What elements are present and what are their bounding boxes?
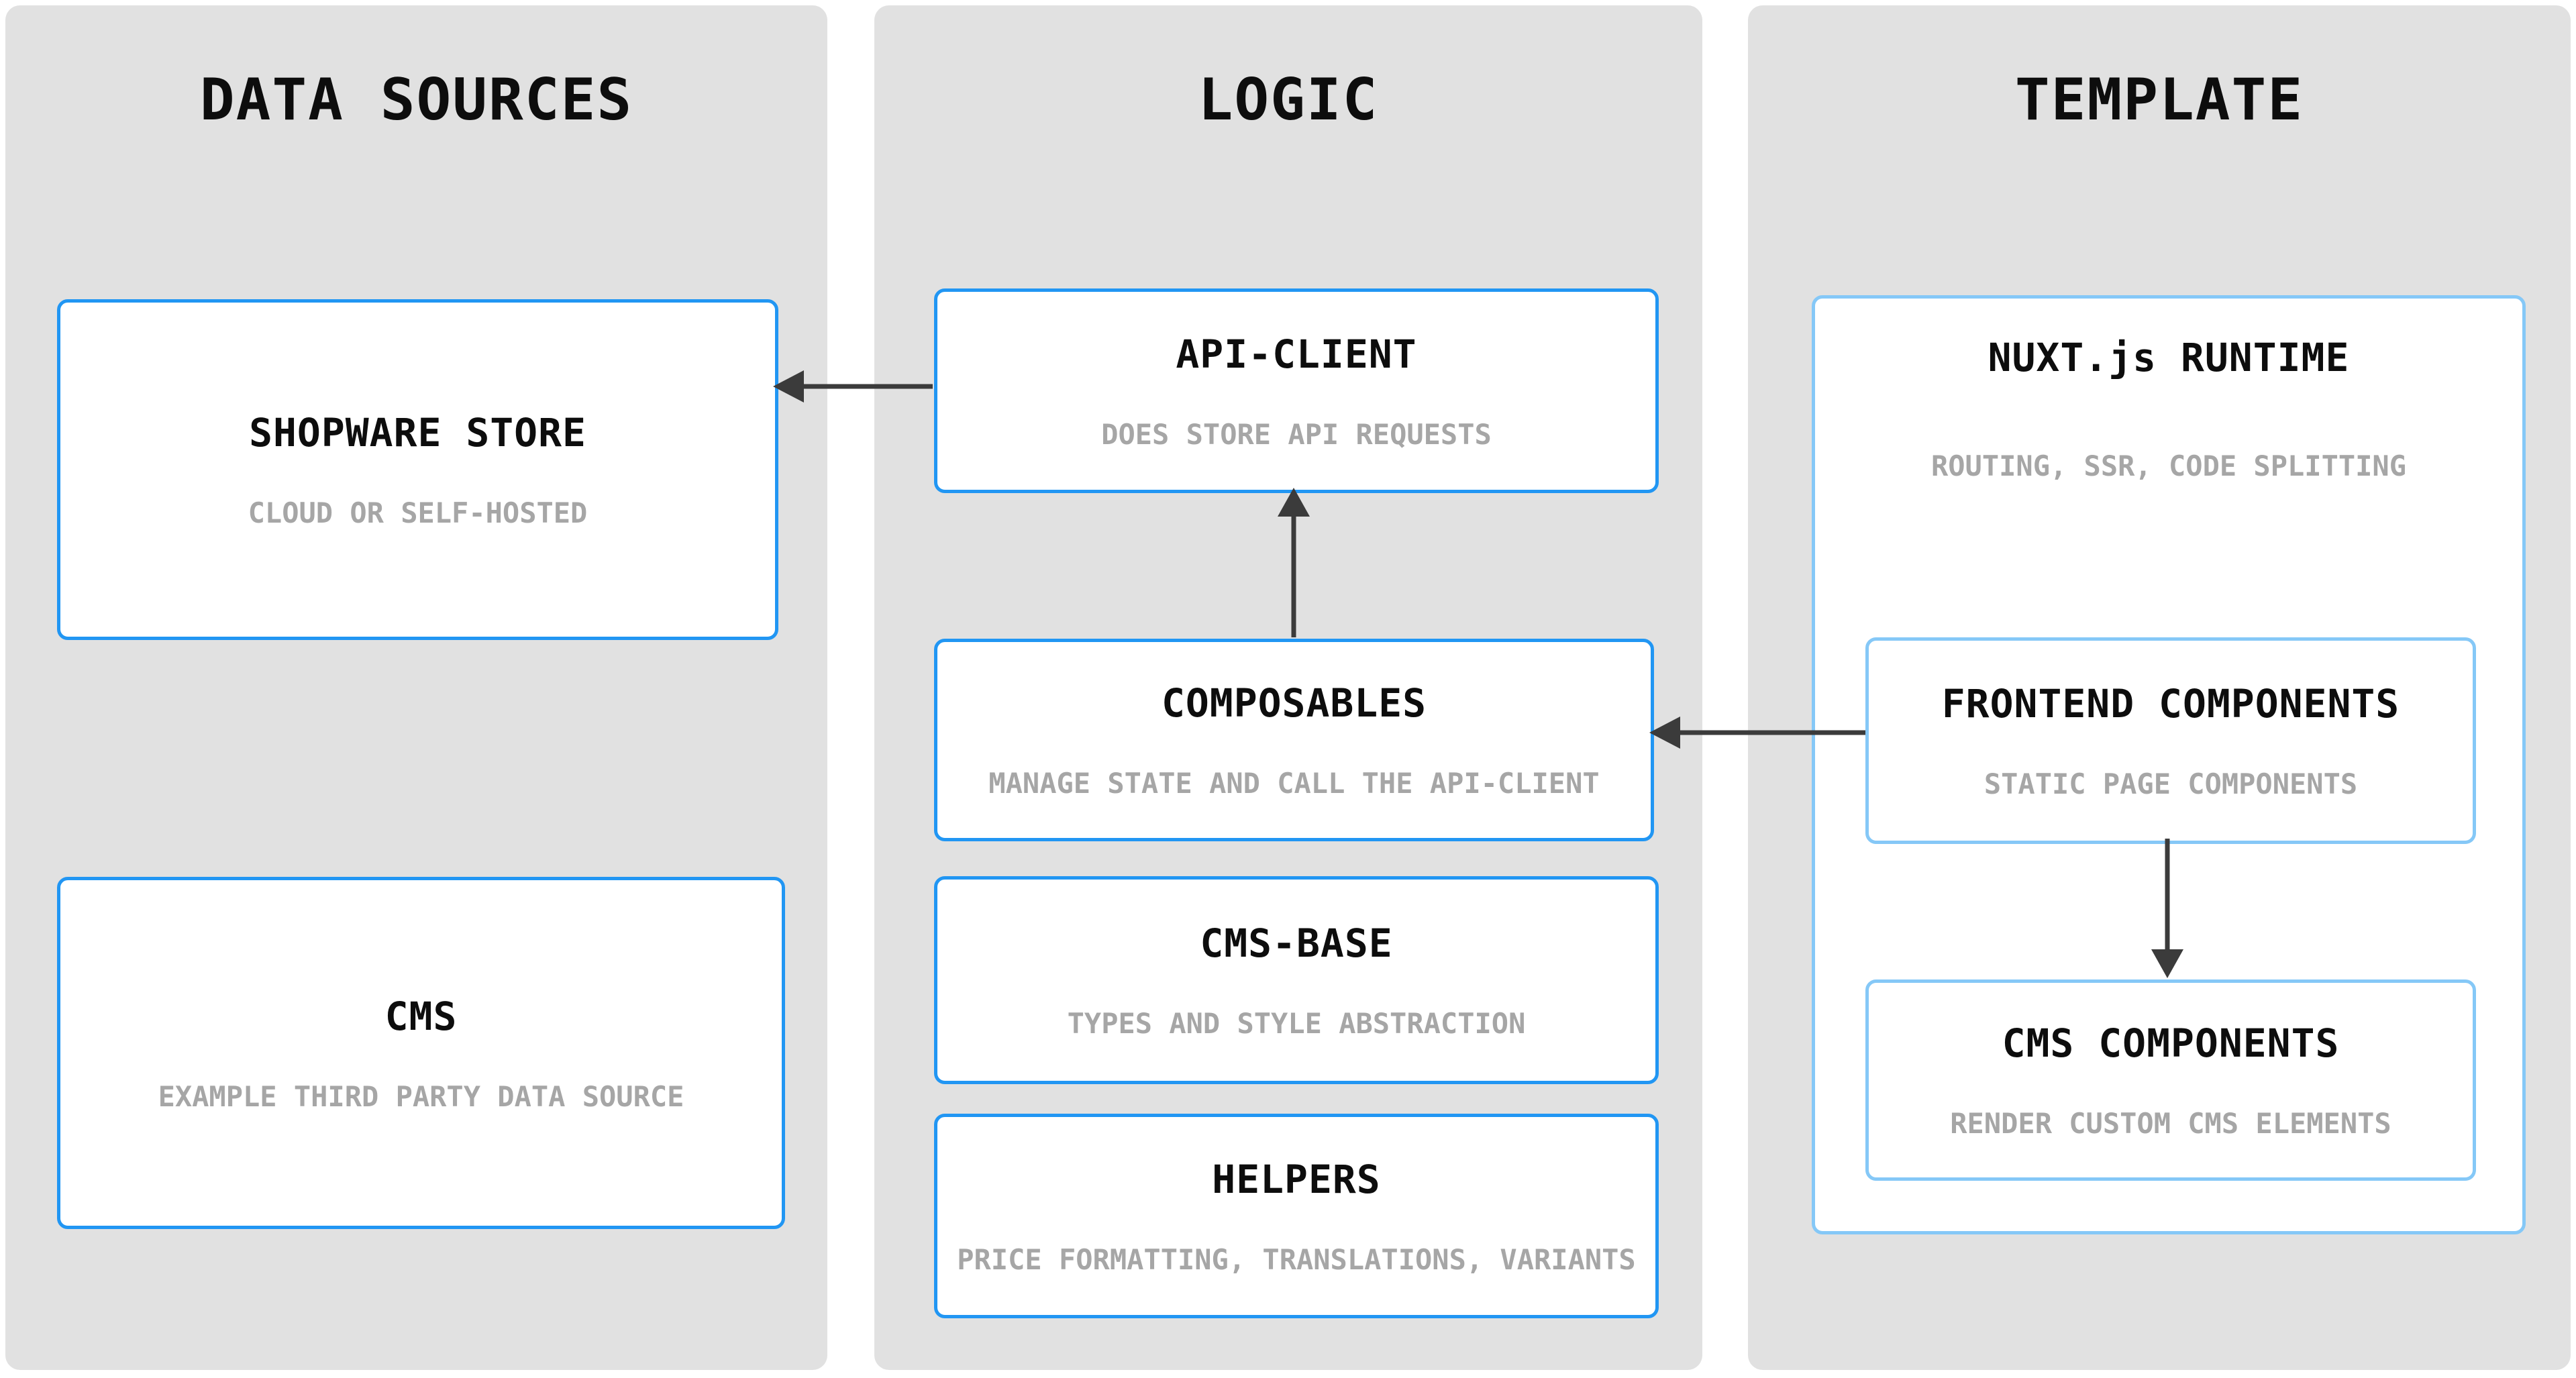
box-subtitle: STATIC PAGE COMPONENTS (1983, 767, 2358, 800)
panel-title-data-sources: DATA SOURCES (199, 66, 633, 134)
box-frontend-components: FRONTEND COMPONENTS STATIC PAGE COMPONEN… (1865, 637, 2476, 844)
box-composables: COMPOSABLES MANAGE STATE AND CALL THE AP… (934, 639, 1654, 841)
box-shopware-store: SHOPWARE STORE CLOUD OR SELF-HOSTED (57, 299, 778, 640)
box-subtitle: DOES STORE API REQUESTS (1101, 417, 1492, 451)
box-subtitle: TYPES AND STYLE ABSTRACTION (1067, 1007, 1526, 1040)
box-subtitle: CLOUD OR SELF-HOSTED (248, 496, 588, 529)
box-title: NUXT.js RUNTIME (1988, 335, 2350, 380)
box-cms: CMS EXAMPLE THIRD PARTY DATA SOURCE (57, 877, 785, 1229)
box-api-client: API-CLIENT DOES STORE API REQUESTS (934, 288, 1659, 493)
box-subtitle: ROUTING, SSR, CODE SPLITTING (1930, 449, 2406, 482)
box-title: API-CLIENT (1176, 331, 1417, 377)
box-title: SHOPWARE STORE (249, 410, 586, 456)
box-subtitle: EXAMPLE THIRD PARTY DATA SOURCE (158, 1079, 684, 1113)
box-title: COMPOSABLES (1161, 680, 1427, 726)
box-title: CMS COMPONENTS (2002, 1020, 2340, 1066)
box-subtitle: PRICE FORMATTING, TRANSLATIONS, VARIANTS (957, 1242, 1636, 1276)
box-subtitle: RENDER CUSTOM CMS ELEMENTS (1950, 1107, 2391, 1140)
panel-title-template: TEMPLATE (2014, 66, 2304, 134)
panel-title-logic: LOGIC (1198, 66, 1379, 134)
box-title: CMS (384, 993, 458, 1039)
box-helpers: HELPERS PRICE FORMATTING, TRANSLATIONS, … (934, 1114, 1659, 1318)
box-title: FRONTEND COMPONENTS (1941, 681, 2400, 727)
box-title: HELPERS (1212, 1156, 1381, 1202)
box-cms-base: CMS-BASE TYPES AND STYLE ABSTRACTION (934, 876, 1659, 1084)
box-subtitle: MANAGE STATE AND CALL THE API-CLIENT (988, 767, 1600, 800)
box-cms-components: CMS COMPONENTS RENDER CUSTOM CMS ELEMENT… (1865, 979, 2476, 1181)
box-title: CMS-BASE (1200, 920, 1393, 966)
